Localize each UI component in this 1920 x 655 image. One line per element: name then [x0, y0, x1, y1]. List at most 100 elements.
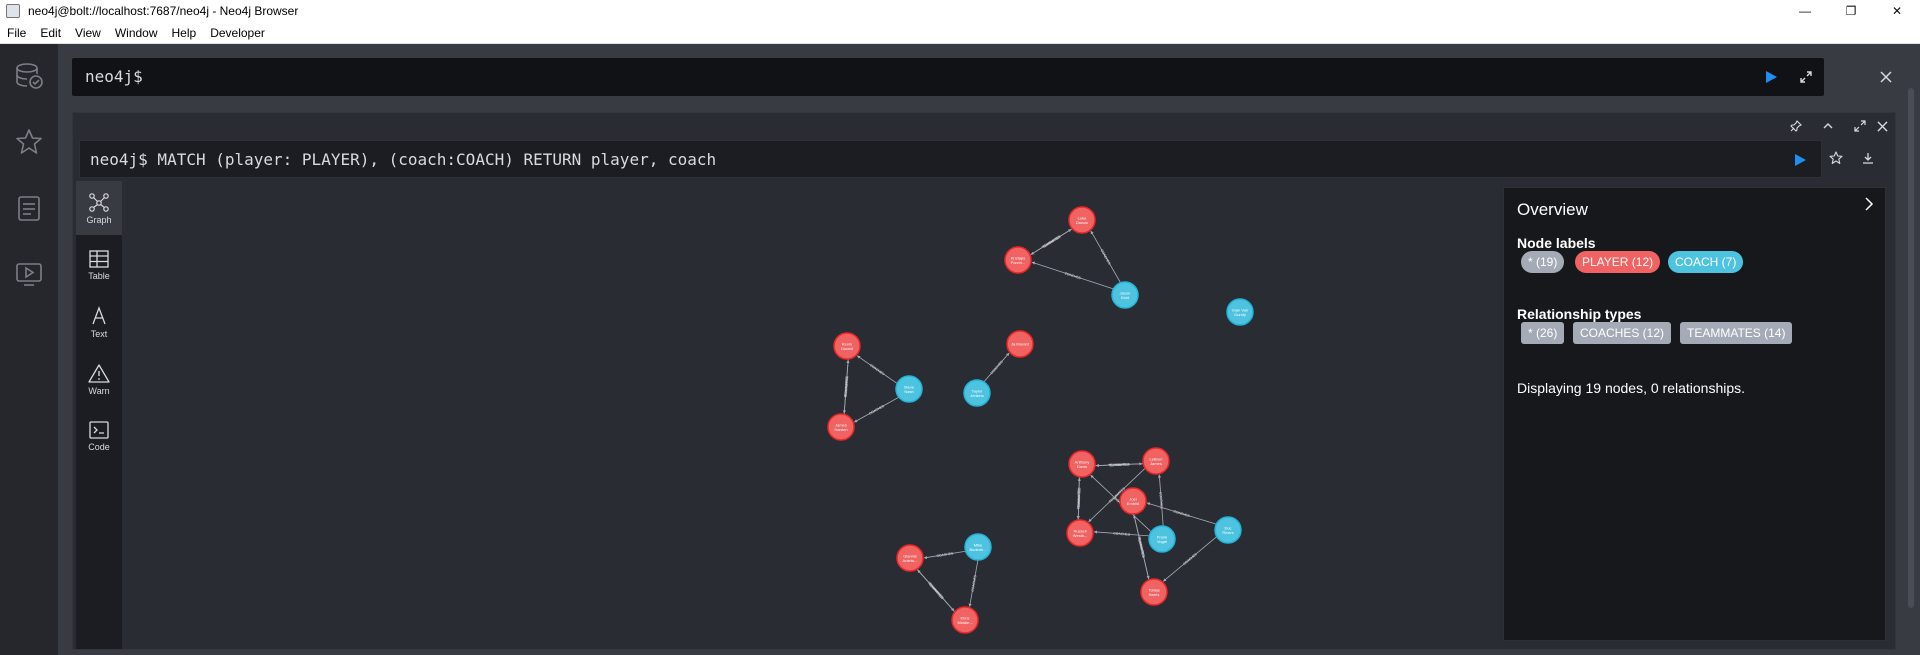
node-circle[interactable] [827, 413, 855, 441]
node-circle[interactable] [1006, 330, 1034, 358]
tab-table[interactable]: Table [76, 238, 122, 292]
database-icon[interactable] [13, 60, 45, 92]
node-label: Steve [904, 384, 915, 389]
frame-command-bar[interactable]: neo4j$ MATCH (player: PLAYER), (coach:CO… [79, 140, 1822, 178]
close-frame-icon[interactable] [1872, 116, 1892, 136]
maximize-button[interactable]: ❐ [1845, 4, 1857, 18]
relationship-teammates[interactable] [1077, 477, 1081, 520]
menu-edit[interactable]: Edit [40, 25, 62, 40]
relationship-coaches[interactable] [1093, 530, 1150, 537]
node-circle[interactable] [1140, 578, 1168, 606]
menu-view[interactable]: View [75, 25, 101, 40]
relationship-teammates[interactable] [917, 569, 956, 613]
expand-editor-icon[interactable] [1796, 67, 1816, 87]
collapse-overview-chevron-icon[interactable] [1859, 194, 1879, 214]
graph-node-giannis[interactable]: GiannisAntetu... [896, 544, 924, 572]
node-circle[interactable] [951, 606, 979, 634]
download-icon[interactable] [1858, 148, 1878, 168]
tab-graph[interactable]: Graph [76, 181, 122, 235]
guides-play-icon[interactable] [13, 258, 45, 290]
node-circle[interactable] [1119, 487, 1147, 515]
run-query-play-icon[interactable] [1761, 67, 1781, 87]
clear-editor-close-icon[interactable] [1876, 67, 1896, 87]
cypher-editor[interactable]: neo4j$ [72, 58, 1824, 96]
tab-warn[interactable]: Warn [76, 352, 122, 406]
node-circle[interactable] [964, 533, 992, 561]
editor-prompt[interactable]: neo4j$ [85, 67, 143, 86]
graph-node-russell[interactable]: RussellWestb... [1066, 519, 1094, 547]
tab-code[interactable]: Code [76, 409, 122, 463]
relationship-teammates[interactable] [1088, 468, 1146, 523]
node-circle[interactable] [1004, 246, 1032, 274]
node-circle[interactable] [1226, 298, 1254, 326]
node-circle[interactable] [1068, 450, 1096, 478]
main-scrollbar[interactable] [1908, 88, 1914, 608]
frame-command-text[interactable]: neo4j$ MATCH (player: PLAYER), (coach:CO… [90, 150, 717, 169]
relationship-teammates[interactable] [843, 359, 850, 415]
node-circle[interactable] [1214, 516, 1242, 544]
tab-table-label: Table [88, 270, 110, 281]
rel-type-coaches-pill[interactable]: COACHES (12) [1573, 322, 1672, 344]
node-circle[interactable] [963, 379, 991, 407]
rerun-play-icon[interactable] [1790, 150, 1810, 170]
relationship-coaches[interactable] [968, 560, 979, 607]
documents-icon[interactable] [13, 192, 45, 224]
favorites-star-icon[interactable] [13, 126, 45, 158]
node-circle[interactable] [833, 332, 861, 360]
fullscreen-icon[interactable] [1850, 116, 1870, 136]
collapse-chevron-up-icon[interactable] [1818, 116, 1838, 136]
node-label-all-pill[interactable]: * (19) [1521, 251, 1565, 273]
relationship-teammates[interactable] [1133, 514, 1150, 580]
rel-type-teammates-pill[interactable]: TEAMMATES (14) [1680, 322, 1793, 344]
node-label-player-pill[interactable]: PLAYER (12) [1575, 251, 1661, 273]
relationship-teammates[interactable] [1030, 228, 1073, 255]
node-label-coach-pill[interactable]: COACH (7) [1668, 251, 1744, 273]
node-circle[interactable] [1148, 525, 1176, 553]
pin-icon[interactable] [1786, 116, 1806, 136]
menu-window[interactable]: Window [114, 25, 158, 40]
relationship-coaches[interactable] [1031, 261, 1114, 290]
relationship-coaches[interactable] [1146, 502, 1217, 525]
relationship-coaches[interactable] [923, 550, 966, 560]
node-circle[interactable] [1142, 447, 1170, 475]
relationship-coaches[interactable] [983, 352, 1010, 383]
graph-node-ja[interactable]: Ja Morant [1006, 330, 1034, 358]
graph-node-mike[interactable]: MikeBudenh... [964, 533, 992, 561]
relationship-coaches[interactable] [1157, 474, 1164, 526]
node-circle[interactable] [1111, 281, 1139, 309]
relationship-coaches[interactable] [854, 396, 899, 423]
save-favorite-star-icon[interactable] [1826, 148, 1846, 168]
menu-file[interactable]: File [7, 25, 27, 40]
relationship-coaches[interactable] [856, 355, 898, 384]
relationship-coaches[interactable] [1163, 536, 1217, 582]
minimize-button[interactable]: — [1799, 4, 1811, 18]
node-circle[interactable] [1066, 519, 1094, 547]
close-window-button[interactable]: ✕ [1891, 4, 1903, 18]
tab-text[interactable]: Text [76, 295, 122, 349]
rel-type-all-pill[interactable]: * (26) [1521, 322, 1565, 344]
graph-node-kristaps[interactable]: KristapsPorzin... [1004, 246, 1032, 274]
node-circle[interactable] [895, 375, 923, 403]
menu-developer[interactable]: Developer [210, 25, 265, 40]
node-circle[interactable] [896, 544, 924, 572]
graph-svg[interactable]: TEAMMATESTEAMMATESCOACHESCOACHESCOACHESC… [122, 181, 1575, 649]
graph-canvas[interactable]: TEAMMATESTEAMMATESCOACHESCOACHESCOACHESC… [122, 181, 1575, 649]
menu-help[interactable]: Help [171, 25, 197, 40]
relationship-coaches[interactable] [1090, 230, 1121, 283]
graph-node-khris[interactable]: KhrisMiddle... [951, 606, 979, 634]
node-circle[interactable] [1068, 206, 1096, 234]
relationship-teammates[interactable] [1095, 462, 1143, 467]
